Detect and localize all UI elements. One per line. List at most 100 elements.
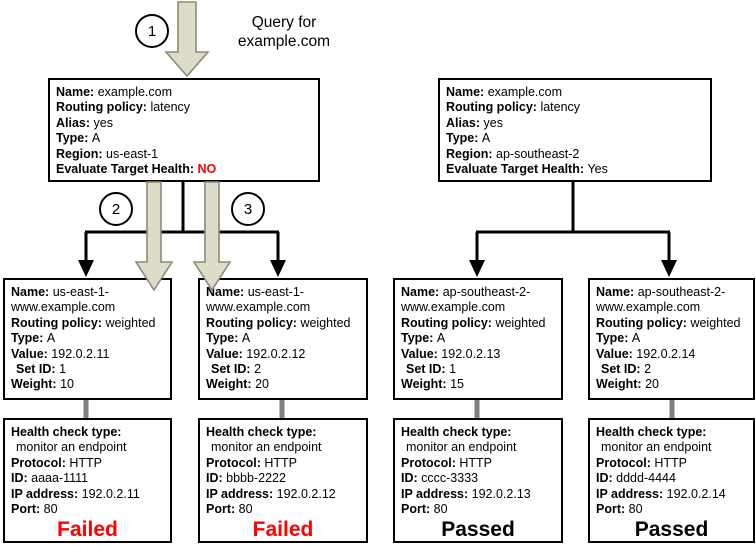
record-routing-label: Routing policy: (206, 315, 301, 330)
health-check-ip-label: IP address: (11, 486, 82, 501)
health-check-id-value: cccc-3333 (421, 471, 479, 486)
record-value-row: Value: 192.0.2.14 (596, 347, 753, 362)
health-check-ip-label: IP address: (401, 486, 472, 501)
record-name-value-cont: www.example.com (401, 300, 506, 315)
health-check-protocol-label: Protocol: (11, 455, 70, 470)
health-check-ip-value: 192.0.2.13 (471, 486, 531, 501)
step-badge-2: 2 (99, 192, 133, 226)
alias-type-label: Type: (446, 131, 482, 146)
alias-evaluate-target-health-value: Yes (587, 162, 608, 177)
alias-name-label: Name: (446, 85, 488, 99)
weighted-record-box-1: Name: us-east-1- www.example.com Routing… (3, 278, 172, 400)
health-check-ip-label: IP address: (596, 486, 667, 501)
record-name-value: ap-southeast-2- (637, 285, 726, 299)
alias-region-row: Region: us-east-1 (56, 147, 318, 162)
health-check-ip-row: IP address: 192.0.2.12 (206, 487, 366, 502)
record-setid-value: 1 (59, 362, 67, 377)
record-name-label: Name: (596, 285, 638, 299)
step-badge-3: 3 (231, 192, 265, 226)
record-weight-row: Weight: 10 (11, 377, 170, 392)
alias-alias-label: Alias: (56, 115, 94, 130)
health-check-id-label: ID: (11, 471, 32, 486)
alias-name-label: Name: (56, 85, 98, 99)
record-type-label: Type: (401, 331, 437, 346)
flow-arrow-step3 (192, 181, 232, 292)
health-check-box-2: Health check type: monitor an endpoint P… (198, 418, 368, 543)
record-setid-row: Set ID: 1 (11, 362, 170, 377)
record-weight-label: Weight: (401, 377, 451, 392)
step-badge-1: 1 (135, 14, 169, 48)
record-type-label: Type: (206, 331, 242, 346)
record-setid-row: Set ID: 2 (596, 362, 753, 377)
flow-arrow-step2 (134, 181, 174, 292)
health-check-box-4: Health check type: monitor an endpoint P… (588, 418, 755, 543)
health-check-port-row: Port: 80 (11, 502, 170, 517)
record-setid-label: Set ID: (16, 362, 60, 377)
health-check-protocol-value: HTTP (459, 455, 492, 470)
health-check-ip-row: IP address: 192.0.2.14 (596, 487, 753, 502)
health-check-protocol-row: Protocol: HTTP (11, 456, 170, 471)
health-check-status-badge: Passed (634, 518, 709, 542)
record-type-row: Type: A (11, 331, 170, 346)
record-routing-value: weighted (300, 315, 351, 330)
record-routing-row: Routing policy: weighted (401, 316, 561, 331)
record-value-label: Value: (596, 346, 637, 361)
record-weight-label: Weight: (206, 377, 256, 392)
record-name-label: Name: (401, 285, 443, 299)
health-check-id-label: ID: (206, 471, 227, 486)
health-check-id-value: dddd-4444 (616, 471, 676, 486)
alias-alias-label: Alias: (446, 115, 484, 130)
alias-type-row: Type: A (446, 131, 710, 146)
health-check-ip-value: 192.0.2.11 (81, 486, 140, 501)
record-weight-row: Weight: 20 (596, 377, 753, 392)
health-check-type-value: monitor an endpoint (601, 440, 712, 455)
alias-evaluate-target-health-value: NO (197, 162, 217, 177)
health-check-ip-row: IP address: 192.0.2.13 (401, 487, 561, 502)
alias-alias-value: yes (93, 115, 113, 130)
alias-routing-row: Routing policy: latency (446, 100, 710, 115)
record-weight-value: 20 (255, 377, 269, 392)
health-check-type-value: monitor an endpoint (406, 440, 517, 455)
alias-evaluate-target-health-label: Evaluate Target Health: (446, 162, 588, 177)
health-check-protocol-row: Protocol: HTTP (596, 456, 753, 471)
health-check-protocol-value: HTTP (654, 455, 687, 470)
record-name-label: Name: (206, 285, 248, 299)
alias-region-row: Region: ap-southeast-2 (446, 147, 710, 162)
weighted-record-box-2: Name: us-east-1- www.example.com Routing… (198, 278, 368, 400)
alias-name-row: Name: example.com (446, 85, 710, 100)
alias-name-value: example.com (97, 85, 173, 99)
record-routing-row: Routing policy: weighted (206, 316, 366, 331)
alias-alias-value: yes (483, 115, 503, 130)
flow-arrow-query (164, 1, 210, 78)
health-check-protocol-value: HTTP (69, 455, 102, 470)
alias-routing-value: latency (540, 100, 581, 115)
health-check-type-label: Health check type: (206, 425, 317, 439)
record-name-value-cont: www.example.com (596, 300, 701, 315)
health-check-port-label: Port: (596, 502, 629, 517)
health-check-port-label: Port: (401, 502, 434, 517)
record-value-value: 192.0.2.14 (636, 346, 696, 361)
alias-type-value: A (91, 131, 101, 146)
weighted-record-box-3: Name: ap-southeast-2- www.example.com Ro… (393, 278, 563, 400)
health-check-protocol-label: Protocol: (596, 455, 655, 470)
record-name-row: Name: ap-southeast-2- (596, 285, 753, 300)
health-check-type-value: monitor an endpoint (211, 440, 322, 455)
record-weight-label: Weight: (596, 377, 646, 392)
record-name-value: ap-southeast-2- (442, 285, 531, 299)
health-check-type-value: monitor an endpoint (16, 440, 127, 455)
record-weight-value: 20 (645, 377, 659, 392)
health-check-ip-value: 192.0.2.14 (666, 486, 726, 501)
alias-evaluate-target-health-row: Evaluate Target Health: Yes (446, 162, 710, 177)
health-check-port-value: 80 (433, 502, 448, 517)
alias-alias-row: Alias: yes (56, 116, 318, 131)
record-routing-value: weighted (105, 315, 156, 330)
health-check-ip-label: IP address: (206, 486, 277, 501)
record-name-value-cont: www.example.com (206, 300, 311, 315)
health-check-box-3: Health check type: monitor an endpoint P… (393, 418, 563, 543)
alias-routing-value: latency (150, 100, 191, 115)
health-check-protocol-row: Protocol: HTTP (206, 456, 366, 471)
record-value-row: Value: 192.0.2.13 (401, 347, 561, 362)
record-type-row: Type: A (401, 331, 561, 346)
record-name-row: Name: ap-southeast-2- (401, 285, 561, 300)
record-weight-label: Weight: (11, 377, 61, 392)
